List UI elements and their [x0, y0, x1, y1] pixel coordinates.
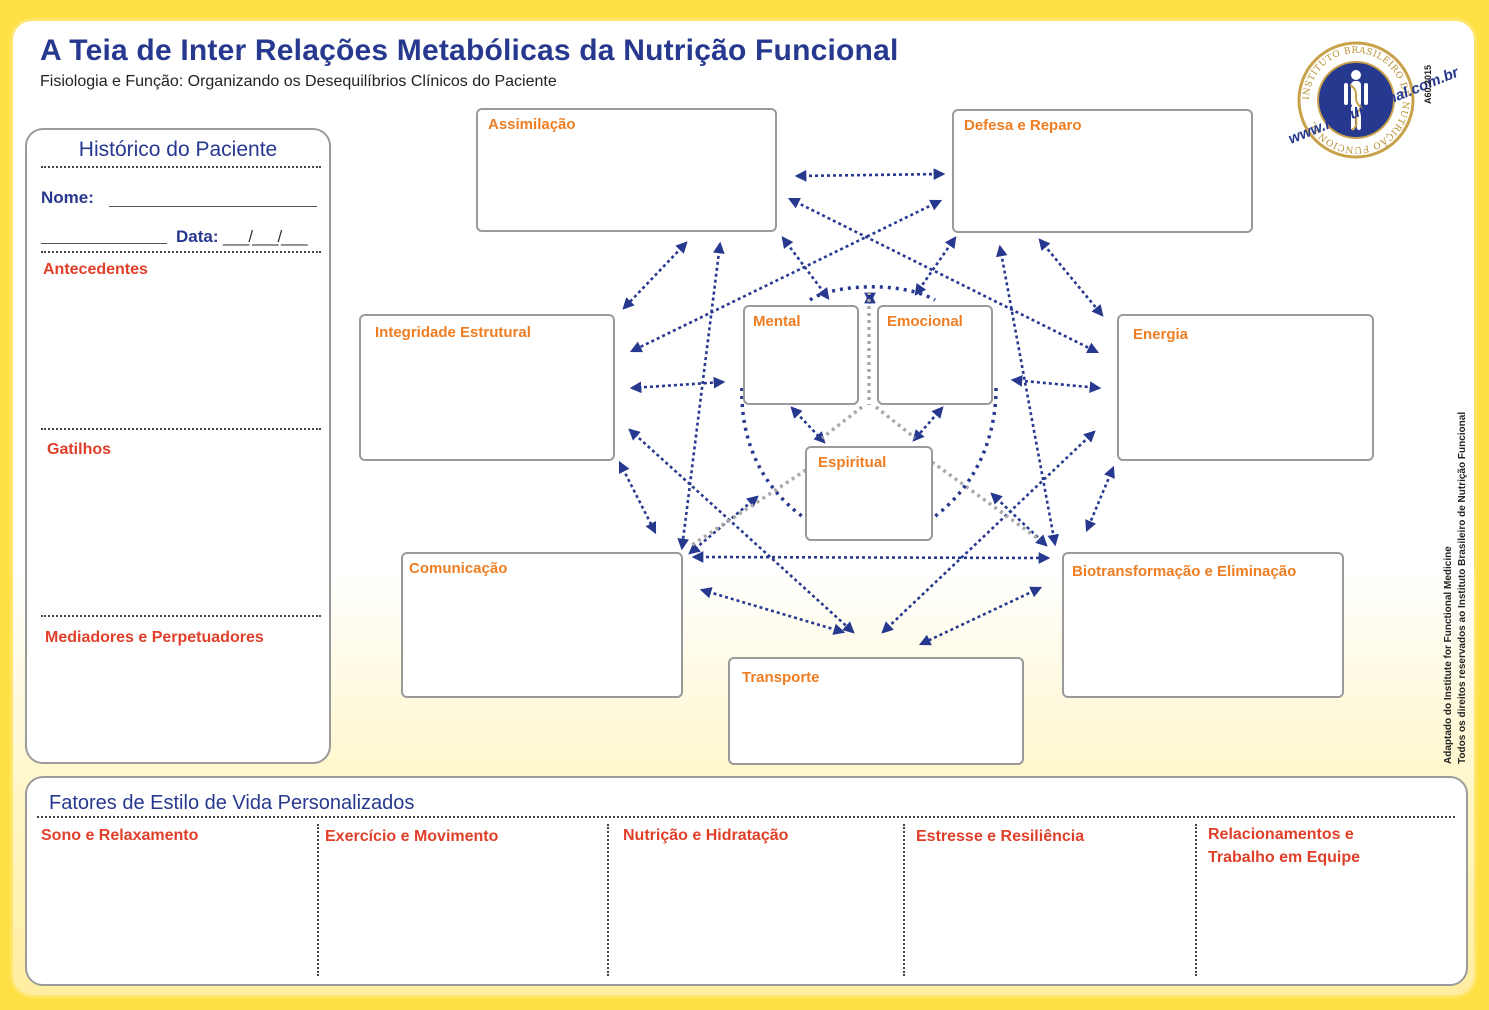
date-label: Data: — [176, 227, 219, 246]
column-divider — [903, 824, 905, 976]
node-espiritual[interactable]: Espiritual — [805, 446, 933, 541]
section-gatilhos: Gatilhos — [47, 441, 112, 458]
connection-arrow — [912, 406, 944, 442]
section-antecedentes: Antecedentes — [43, 261, 148, 278]
connection-arrow — [794, 168, 946, 182]
node-emocional[interactable]: Emocional — [877, 305, 993, 405]
ibnf-logo: INSTITUTO BRASILEIRO DE NUTRIÇÃO FUNCION… — [1297, 41, 1415, 159]
connection-arrow — [1038, 238, 1104, 317]
connection-arrow — [881, 430, 1096, 634]
col-label-text: Exercício e Movimento — [325, 828, 499, 845]
column-divider — [1195, 824, 1197, 976]
lifestyle-col-exercicio[interactable]: Exercício e Movimento — [325, 825, 498, 848]
node-label: Defesa e Reparo — [964, 117, 1082, 134]
col-label-text: Estresse e Resiliência — [916, 828, 1085, 845]
node-mental[interactable]: Mental — [743, 305, 859, 405]
connection-arrow — [1010, 375, 1102, 393]
divider — [37, 816, 1455, 818]
divider — [41, 251, 321, 253]
node-comunicacao[interactable]: Comunicação — [401, 552, 683, 698]
node-label: Transporte — [742, 669, 820, 686]
lifestyle-col-nutricao[interactable]: Nutrição e Hidratação — [623, 824, 788, 847]
divider — [41, 428, 321, 430]
lifestyle-col-relacionamentos[interactable]: Relacionamentos e Trabalho em Equipe — [1208, 823, 1360, 869]
node-label: Mental — [753, 313, 801, 330]
connection-arrow — [790, 406, 826, 444]
node-energia[interactable]: Energia — [1117, 314, 1374, 461]
column-divider — [317, 824, 319, 976]
page-title: A Teia de Inter Relações Metabólicas da … — [40, 34, 899, 67]
connection-arrow — [699, 587, 846, 635]
col-label-text: Relacionamentos e — [1208, 826, 1354, 843]
patient-history-panel: Histórico do Paciente Nome: Data: ___/__… — [25, 128, 331, 764]
name-field[interactable] — [109, 206, 317, 207]
node-label: Biotransformação e Eliminação — [1072, 563, 1297, 580]
extra-field[interactable] — [41, 243, 167, 244]
connection-arrow — [622, 241, 688, 310]
node-defesa-reparo[interactable]: Defesa e Reparo — [952, 109, 1253, 233]
lifestyle-title: Fatores de Estilo de Vida Personalizados — [49, 792, 415, 814]
node-integridade-estrutural[interactable]: Integridade Estrutural — [359, 314, 615, 461]
node-transporte[interactable]: Transporte — [728, 657, 1024, 765]
divider — [41, 166, 321, 168]
node-label: Energia — [1133, 326, 1189, 343]
node-label: Comunicação — [409, 560, 508, 577]
connection-arrow — [677, 241, 725, 551]
date-field[interactable]: ___/___/___ — [223, 227, 308, 246]
connection-arrow — [1085, 465, 1115, 533]
node-biotransformacao[interactable]: Biotransformação e Eliminação — [1062, 552, 1344, 698]
connection-arrow — [918, 586, 1043, 646]
connection-arrow — [914, 236, 957, 296]
divider — [41, 615, 321, 617]
column-divider — [607, 824, 609, 976]
patient-history-title: Histórico do Paciente — [78, 138, 278, 161]
col-label-text: Nutrição e Hidratação — [623, 827, 789, 844]
lifestyle-col-sono[interactable]: Sono e Relaxamento — [41, 824, 198, 847]
col-label-text: Sono e Relaxamento — [41, 827, 199, 844]
node-label: Integridade Estrutural — [375, 324, 531, 341]
lifestyle-col-estresse[interactable]: Estresse e Resiliência — [916, 825, 1084, 848]
connection-arrow — [781, 236, 830, 300]
page-subtitle: Fisiologia e Função: Organizando os Dese… — [40, 73, 557, 90]
node-label: Assimilação — [488, 116, 576, 133]
node-label: Emocional — [887, 313, 963, 330]
node-label: Espiritual — [818, 454, 887, 471]
name-label: Nome: — [41, 188, 94, 207]
connection-arrow — [691, 551, 1051, 564]
connection-arrow — [995, 244, 1060, 547]
connection-arrow — [618, 460, 657, 535]
connection-arrow — [629, 376, 726, 394]
section-mediadores: Mediadores e Perpetuadores — [45, 629, 264, 646]
col-label-text: Trabalho em Equipe — [1208, 849, 1361, 866]
lifestyle-factors-panel: Fatores de Estilo de Vida Personalizados… — [25, 776, 1468, 986]
node-assimilacao[interactable]: Assimilação — [476, 108, 777, 232]
